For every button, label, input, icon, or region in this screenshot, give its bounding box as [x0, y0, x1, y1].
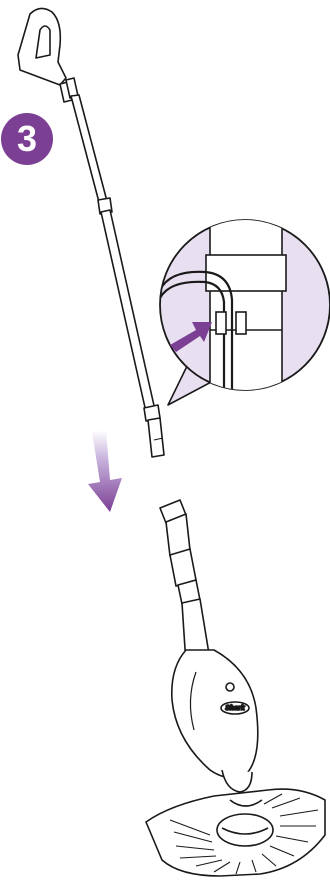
- step-number-badge: 3: [1, 113, 53, 165]
- brand-label: Shark: [225, 705, 246, 712]
- down-arrow: [88, 430, 122, 512]
- mop-body: Shark: [145, 499, 326, 877]
- insert-arrow: [170, 322, 212, 352]
- steam-body: [170, 649, 259, 779]
- lower-rod: [100, 209, 156, 413]
- handle-wand: [17, 7, 165, 458]
- callout-magnifier: [159, 219, 330, 406]
- upper-rod: [70, 94, 109, 207]
